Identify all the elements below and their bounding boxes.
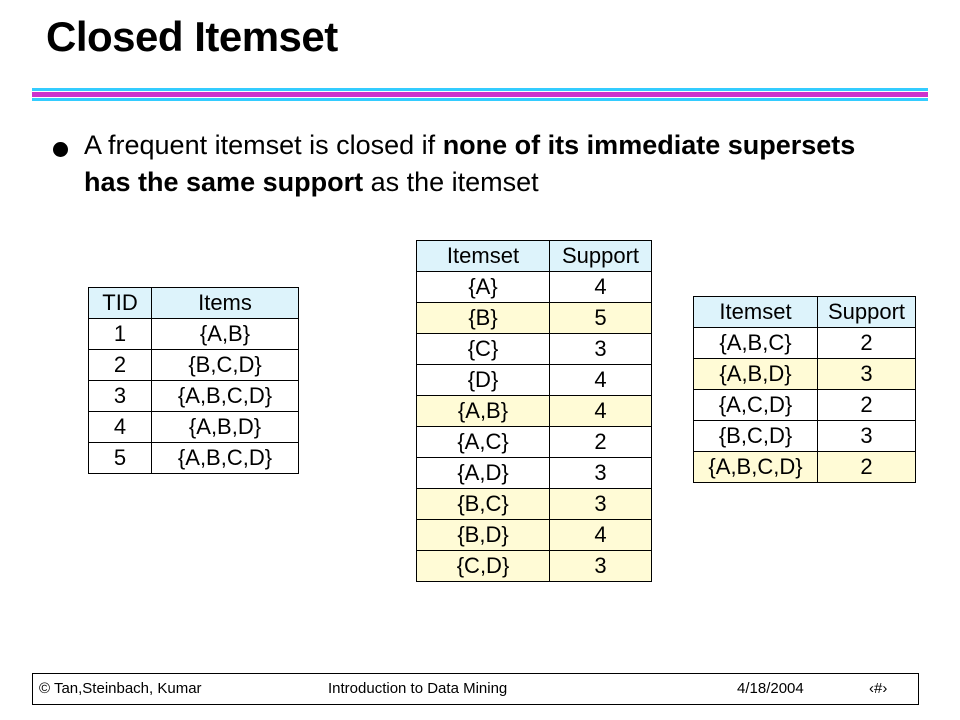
bullet-text-part1: A frequent itemset is closed if (84, 130, 443, 160)
table-row: {D}4 (416, 364, 652, 396)
table-row-highlighted: {B}5 (416, 302, 652, 334)
itemset-cell: {B,C} (416, 488, 550, 520)
column-header-itemset: Itemset (693, 296, 818, 328)
tid-cell: 2 (88, 349, 152, 381)
slide-title: Closed Itemset (46, 13, 338, 60)
itemset-cell: {A} (416, 271, 550, 303)
table-row: 5{A,B,C,D} (88, 442, 299, 474)
slide-footer: © Tan,Steinbach, Kumar Introduction to D… (32, 673, 919, 705)
tid-cell: 5 (88, 442, 152, 474)
table-row-highlighted: {B,C}3 (416, 488, 652, 520)
bullet-text-bold: none of its immediate supersets has the … (84, 130, 856, 197)
items-cell: {A,B} (151, 318, 299, 350)
column-header-items: Items (151, 287, 299, 319)
table-row: {A,C}2 (416, 426, 652, 458)
tid-cell: 3 (88, 380, 152, 412)
itemset-cell: {A,D} (416, 457, 550, 489)
itemset-cell: {A,C,D} (693, 389, 818, 421)
column-header-tid: TID (88, 287, 152, 319)
support-cell: 2 (817, 327, 916, 359)
support-cell: 3 (817, 358, 916, 390)
footer-date: 4/18/2004 (737, 680, 804, 697)
table-row: 2{B,C,D} (88, 349, 299, 381)
support-cell: 3 (549, 457, 652, 489)
itemset-cell: {D} (416, 364, 550, 396)
itemset-cell: {A,B,D} (693, 358, 818, 390)
itemset-cell: {A,C} (416, 426, 550, 458)
bullet-text-part2: as the itemset (363, 167, 539, 197)
support-cell: 3 (549, 488, 652, 520)
table-row-highlighted: {B,D}4 (416, 519, 652, 551)
itemset-cell: {B,C,D} (693, 420, 818, 452)
tid-cell: 4 (88, 411, 152, 443)
title-rule-top (32, 88, 928, 91)
support-cell: 4 (549, 395, 652, 427)
itemset-support-table: Itemset Support {A}4 {B}5 {C}3 {D}4 {A,B… (416, 240, 652, 582)
tid-cell: 1 (88, 318, 152, 350)
support-cell: 4 (549, 364, 652, 396)
table-row: {A,D}3 (416, 457, 652, 489)
support-cell: 3 (817, 420, 916, 452)
support-cell: 2 (817, 389, 916, 421)
support-cell: 3 (549, 333, 652, 365)
itemset-cell: {A,B} (416, 395, 550, 427)
table-row: {A}4 (416, 271, 652, 303)
transactions-table: TID Items 1{A,B} 2{B,C,D} 3{A,B,C,D} 4{A… (88, 287, 299, 474)
table-row: {A,B,C}2 (693, 327, 916, 359)
table-row: {B,C,D}3 (693, 420, 916, 452)
footer-authors: © Tan,Steinbach, Kumar (39, 680, 202, 697)
support-cell: 3 (549, 550, 652, 582)
bullet-text: A frequent itemset is closed if none of … (84, 127, 884, 201)
table-row-highlighted: {A,B}4 (416, 395, 652, 427)
itemset-cell: {A,B,C,D} (693, 451, 818, 483)
superset-support-table: Itemset Support {A,B,C}2 {A,B,D}3 {A,C,D… (693, 296, 916, 483)
table-row: {C}3 (416, 333, 652, 365)
table-header-row: TID Items (88, 287, 299, 319)
table-row: {A,C,D}2 (693, 389, 916, 421)
table-header-row: Itemset Support (693, 296, 916, 328)
title-rule-middle (32, 92, 928, 97)
support-cell: 4 (549, 271, 652, 303)
support-cell: 2 (549, 426, 652, 458)
itemset-cell: {B,D} (416, 519, 550, 551)
support-cell: 5 (549, 302, 652, 334)
footer-course: Introduction to Data Mining (328, 680, 508, 697)
itemset-cell: {A,B,C} (693, 327, 818, 359)
table-header-row: Itemset Support (416, 240, 652, 272)
table-row: 4{A,B,D} (88, 411, 299, 443)
items-cell: {A,B,D} (151, 411, 299, 443)
items-cell: {B,C,D} (151, 349, 299, 381)
table-row-highlighted: {C,D}3 (416, 550, 652, 582)
column-header-support: Support (549, 240, 652, 272)
title-rule-bottom (32, 98, 928, 101)
support-cell: 2 (817, 451, 916, 483)
items-cell: {A,B,C,D} (151, 442, 299, 474)
table-row: 3{A,B,C,D} (88, 380, 299, 412)
itemset-cell: {C} (416, 333, 550, 365)
itemset-cell: {C,D} (416, 550, 550, 582)
support-cell: 4 (549, 519, 652, 551)
table-row-highlighted: {A,B,D}3 (693, 358, 916, 390)
itemset-cell: {B} (416, 302, 550, 334)
table-row: 1{A,B} (88, 318, 299, 350)
column-header-support: Support (817, 296, 916, 328)
bullet-icon (53, 142, 68, 157)
footer-page-number: ‹#› (869, 680, 888, 697)
column-header-itemset: Itemset (416, 240, 550, 272)
items-cell: {A,B,C,D} (151, 380, 299, 412)
table-row-highlighted: {A,B,C,D}2 (693, 451, 916, 483)
